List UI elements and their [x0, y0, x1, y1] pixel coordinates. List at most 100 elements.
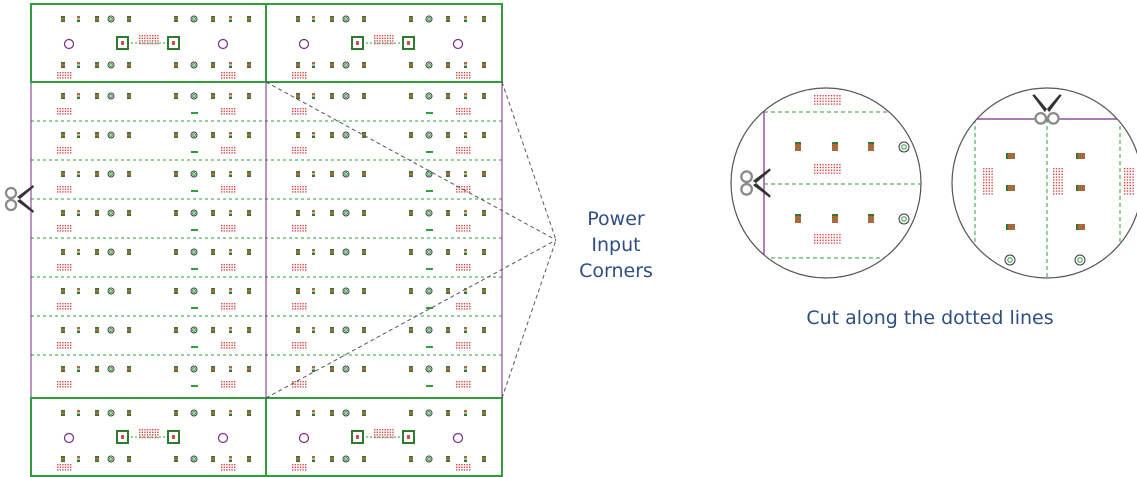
- led-pad: [174, 456, 178, 458]
- resistor-dot: [461, 227, 463, 229]
- connector-trace: [191, 112, 198, 114]
- resistor-dot: [70, 149, 72, 151]
- resistor-dot: [830, 97, 833, 100]
- resistor-dot: [458, 147, 460, 149]
- resistor-dot: [67, 305, 69, 307]
- led-body: [211, 410, 215, 416]
- resistor-dot: [463, 264, 466, 266]
- led-pad: [127, 62, 131, 64]
- resistor-dot: [234, 266, 236, 268]
- resistor-dot: [294, 147, 296, 149]
- resistor-dot: [57, 147, 59, 149]
- connector-pin: [356, 435, 359, 439]
- resistor-dot: [816, 242, 819, 244]
- mounting-hole: [107, 365, 115, 373]
- resistor-dot: [379, 35, 381, 37]
- led-component: [362, 16, 366, 22]
- resistor-dot: [297, 381, 299, 383]
- mounting-hole: [107, 287, 115, 295]
- led-pad: [362, 20, 366, 22]
- mounting-hole: [192, 211, 196, 215]
- mounting-hole: [109, 211, 113, 215]
- led-pad: [61, 253, 65, 255]
- resistor-dot: [70, 113, 72, 115]
- resistor-dot: [234, 227, 236, 229]
- led-pad: [247, 460, 251, 462]
- resistor-dot: [469, 305, 471, 307]
- resistor-dot: [59, 152, 61, 154]
- resistor-dot: [819, 172, 821, 174]
- resistor-dot: [828, 100, 830, 102]
- resistor-dot: [302, 383, 304, 385]
- resistor-dot: [64, 469, 67, 471]
- mounting-hole: [190, 248, 198, 256]
- resistor-dot: [70, 308, 72, 310]
- resistor-dot: [297, 186, 299, 188]
- resistor-dot: [469, 308, 471, 310]
- resistor-dot: [828, 164, 830, 166]
- resistor-dot: [292, 110, 294, 112]
- led-pad: [61, 288, 65, 290]
- resistor-dot: [67, 386, 69, 388]
- mounting-hole: [109, 250, 113, 254]
- led-pad: [174, 331, 178, 333]
- led-component: [127, 132, 131, 138]
- scissors-handle: [1034, 111, 1048, 125]
- led-pad: [362, 249, 366, 251]
- led-body: [795, 142, 801, 151]
- resistor-dot: [226, 74, 228, 76]
- led-body: [127, 16, 131, 22]
- resistor-dot: [458, 110, 460, 112]
- resistor-dot: [985, 173, 988, 175]
- led-body: [312, 93, 315, 96]
- resistor-dot: [299, 74, 302, 76]
- resistor-dot: [297, 347, 299, 349]
- resistor-dot: [292, 149, 294, 151]
- led-body: [446, 62, 450, 68]
- resistor-dot: [828, 103, 830, 105]
- led-component: [61, 132, 65, 138]
- resistor-dot: [64, 110, 67, 112]
- led-component: [61, 366, 65, 372]
- led-pad: [61, 175, 65, 177]
- resistor-dot: [221, 72, 223, 74]
- resistor-dot: [376, 434, 378, 436]
- led-pad: [296, 20, 300, 22]
- led-pad: [446, 171, 450, 173]
- led-pad: [127, 93, 131, 95]
- led-pad: [174, 214, 178, 216]
- resistor-dot: [223, 191, 225, 193]
- resistor-dot: [458, 303, 460, 305]
- mounting-hole: [107, 170, 115, 178]
- led-body: [312, 410, 315, 413]
- resistor-dot: [59, 191, 61, 193]
- resistor-dot: [816, 166, 819, 169]
- resistor-dot: [1058, 173, 1060, 175]
- resistor-dot: [70, 386, 72, 388]
- resistor-dot: [302, 264, 304, 266]
- resistor-dot: [469, 230, 471, 232]
- led-pad: [247, 327, 251, 329]
- resistor-dot: [292, 108, 294, 110]
- led-component: [409, 456, 413, 462]
- led-pad: [61, 66, 65, 68]
- resistor-dot: [234, 303, 236, 305]
- resistor-dot: [231, 266, 233, 268]
- resistor-dot: [226, 191, 228, 193]
- led-pad: [362, 214, 366, 216]
- led-pad: [464, 135, 467, 138]
- resistor-dot: [221, 186, 223, 188]
- led-component: [446, 210, 450, 216]
- resistor-dot: [466, 381, 468, 383]
- resistor-dot: [226, 149, 228, 151]
- led-pad: [61, 97, 65, 99]
- resistor-dot: [299, 464, 302, 466]
- led-pad: [211, 62, 215, 64]
- resistor-dot: [234, 225, 236, 227]
- resistor-dot: [234, 344, 236, 346]
- resistor-dot: [57, 308, 59, 310]
- resistor-dot: [1132, 168, 1134, 170]
- led-pad: [174, 20, 178, 22]
- resistor-dot: [292, 113, 294, 115]
- led-body: [409, 93, 413, 99]
